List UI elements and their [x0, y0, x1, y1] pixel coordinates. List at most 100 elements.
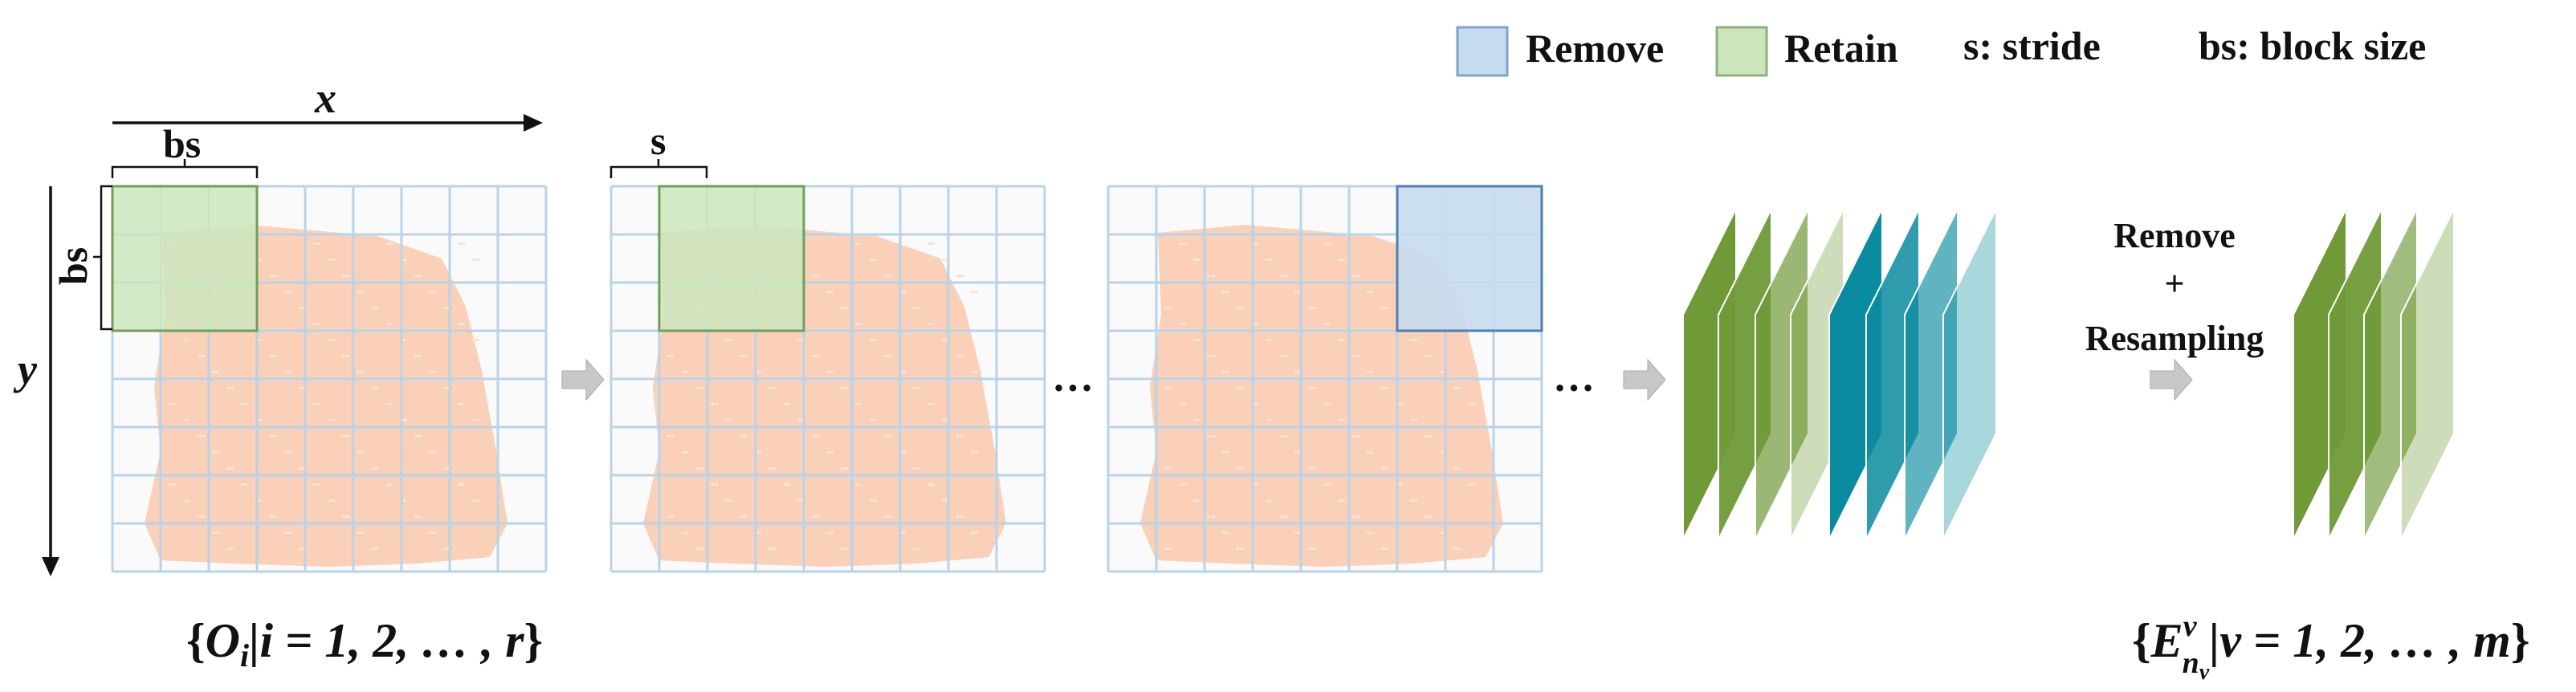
tissue-texture	[1164, 547, 1172, 550]
tissue-texture	[797, 339, 805, 341]
formula-right-close: }	[2511, 614, 2530, 667]
tissue-texture	[812, 515, 819, 518]
retained-block	[111, 185, 259, 332]
tissue-texture	[255, 499, 263, 502]
tissue-texture	[841, 547, 848, 550]
tissue-texture	[212, 451, 219, 454]
tissue-texture	[855, 323, 862, 325]
tissue-texture	[1251, 403, 1258, 405]
embedding-stack-before	[1682, 208, 1997, 540]
panels	[111, 185, 1543, 573]
bs-left-brace	[93, 185, 112, 331]
tissue-texture	[783, 483, 790, 486]
tissue-texture	[458, 403, 465, 405]
tissue-texture	[255, 419, 263, 421]
tissue-texture	[667, 515, 675, 518]
tissue-texture	[342, 435, 349, 438]
tissue-texture	[458, 323, 465, 325]
formula-right-rest: |v = 1, 2, … , m	[2209, 614, 2511, 667]
tissue-texture	[328, 499, 335, 502]
tissue-texture	[768, 387, 776, 389]
tissue-texture	[826, 531, 834, 534]
legend-block-size-note: bs: block size	[2199, 23, 2426, 68]
tissue-texture	[696, 387, 703, 389]
tissue-texture	[1222, 531, 1229, 534]
ellipsis-1: …	[1052, 355, 1094, 401]
formula-left: {Oi|i = 1, 2, … , r}	[186, 614, 543, 674]
tissue-texture	[198, 515, 205, 518]
tissue-texture	[1280, 515, 1287, 518]
tissue-texture	[1179, 483, 1186, 486]
tissue-texture	[913, 547, 920, 550]
tissue-texture	[270, 435, 277, 438]
tissue-texture	[1294, 291, 1302, 293]
tissue-texture	[1468, 403, 1475, 405]
tissue-texture	[913, 307, 920, 309]
formula-left-main: O	[206, 614, 240, 667]
tissue-texture	[1453, 387, 1461, 389]
tissue-texture	[1193, 419, 1200, 421]
tissue-texture	[899, 531, 906, 534]
block-size-annotations: bs bs s	[51, 118, 708, 331]
tissue-texture	[870, 339, 877, 341]
tissue-texture	[884, 355, 891, 357]
svg-text:{Oi|i = 1, 2, … , r}: {Oi|i = 1, 2, … , r}	[186, 614, 543, 674]
tissue-texture	[472, 339, 479, 341]
tissue-texture	[754, 531, 761, 534]
tissue-texture	[1222, 451, 1229, 454]
tissue-texture	[472, 419, 479, 421]
tissue-texture	[371, 307, 378, 309]
tissue-texture	[696, 467, 703, 470]
tissue-texture	[725, 339, 732, 341]
tissue-texture	[270, 515, 277, 518]
tissue-texture	[1396, 403, 1403, 405]
tissue-texture	[1179, 323, 1186, 325]
tissue-grid-panel	[111, 185, 548, 573]
tissue-texture	[183, 419, 190, 421]
tissue-texture	[385, 242, 393, 245]
tissue-texture	[1338, 499, 1345, 502]
removed-block	[1396, 185, 1543, 332]
tissue-texture	[429, 371, 436, 373]
tissue-texture	[1338, 339, 1345, 341]
s-label: s	[650, 118, 666, 163]
flow: … … Remove + Resampling	[561, 216, 2264, 401]
tissue-texture	[1266, 258, 1273, 261]
tissue-texture	[226, 547, 234, 550]
tissue-texture	[1208, 275, 1215, 277]
tissue-texture	[1251, 242, 1258, 245]
tissue-texture	[1222, 371, 1229, 373]
tissue-texture	[826, 291, 834, 293]
tissue-texture	[1222, 291, 1229, 293]
tissue-texture	[342, 275, 349, 277]
tissue-texture	[342, 515, 349, 518]
teal-plane	[1904, 208, 1958, 540]
tissue-texture	[1453, 547, 1461, 550]
tissue-texture	[443, 307, 450, 309]
tissue-texture	[357, 451, 364, 454]
tissue-texture	[255, 258, 263, 261]
tissue-texture	[1367, 371, 1374, 373]
x-axis-label: x	[314, 74, 336, 122]
tissue-texture	[1266, 339, 1273, 341]
tissue-texture	[198, 355, 205, 357]
tissue-texture	[1237, 387, 1244, 389]
tissue-texture	[1280, 435, 1287, 438]
tissue-grid-panel	[609, 185, 1046, 573]
tissue-texture	[884, 515, 891, 518]
tissue-texture	[971, 451, 978, 454]
tissue-texture	[1237, 547, 1244, 550]
tissue-texture	[711, 403, 718, 405]
tissue-grid-panel	[1107, 185, 1543, 573]
tissue-texture	[1208, 435, 1215, 438]
tissue-texture	[1237, 307, 1244, 309]
tissue-texture	[1410, 499, 1417, 502]
tissue-texture	[226, 387, 234, 389]
tissue-texture	[385, 483, 393, 486]
tissue-texture	[414, 515, 422, 518]
tissue-texture	[1338, 258, 1345, 261]
tissue-texture	[472, 499, 479, 502]
tissue-texture	[783, 403, 790, 405]
tissue-texture	[711, 483, 718, 486]
